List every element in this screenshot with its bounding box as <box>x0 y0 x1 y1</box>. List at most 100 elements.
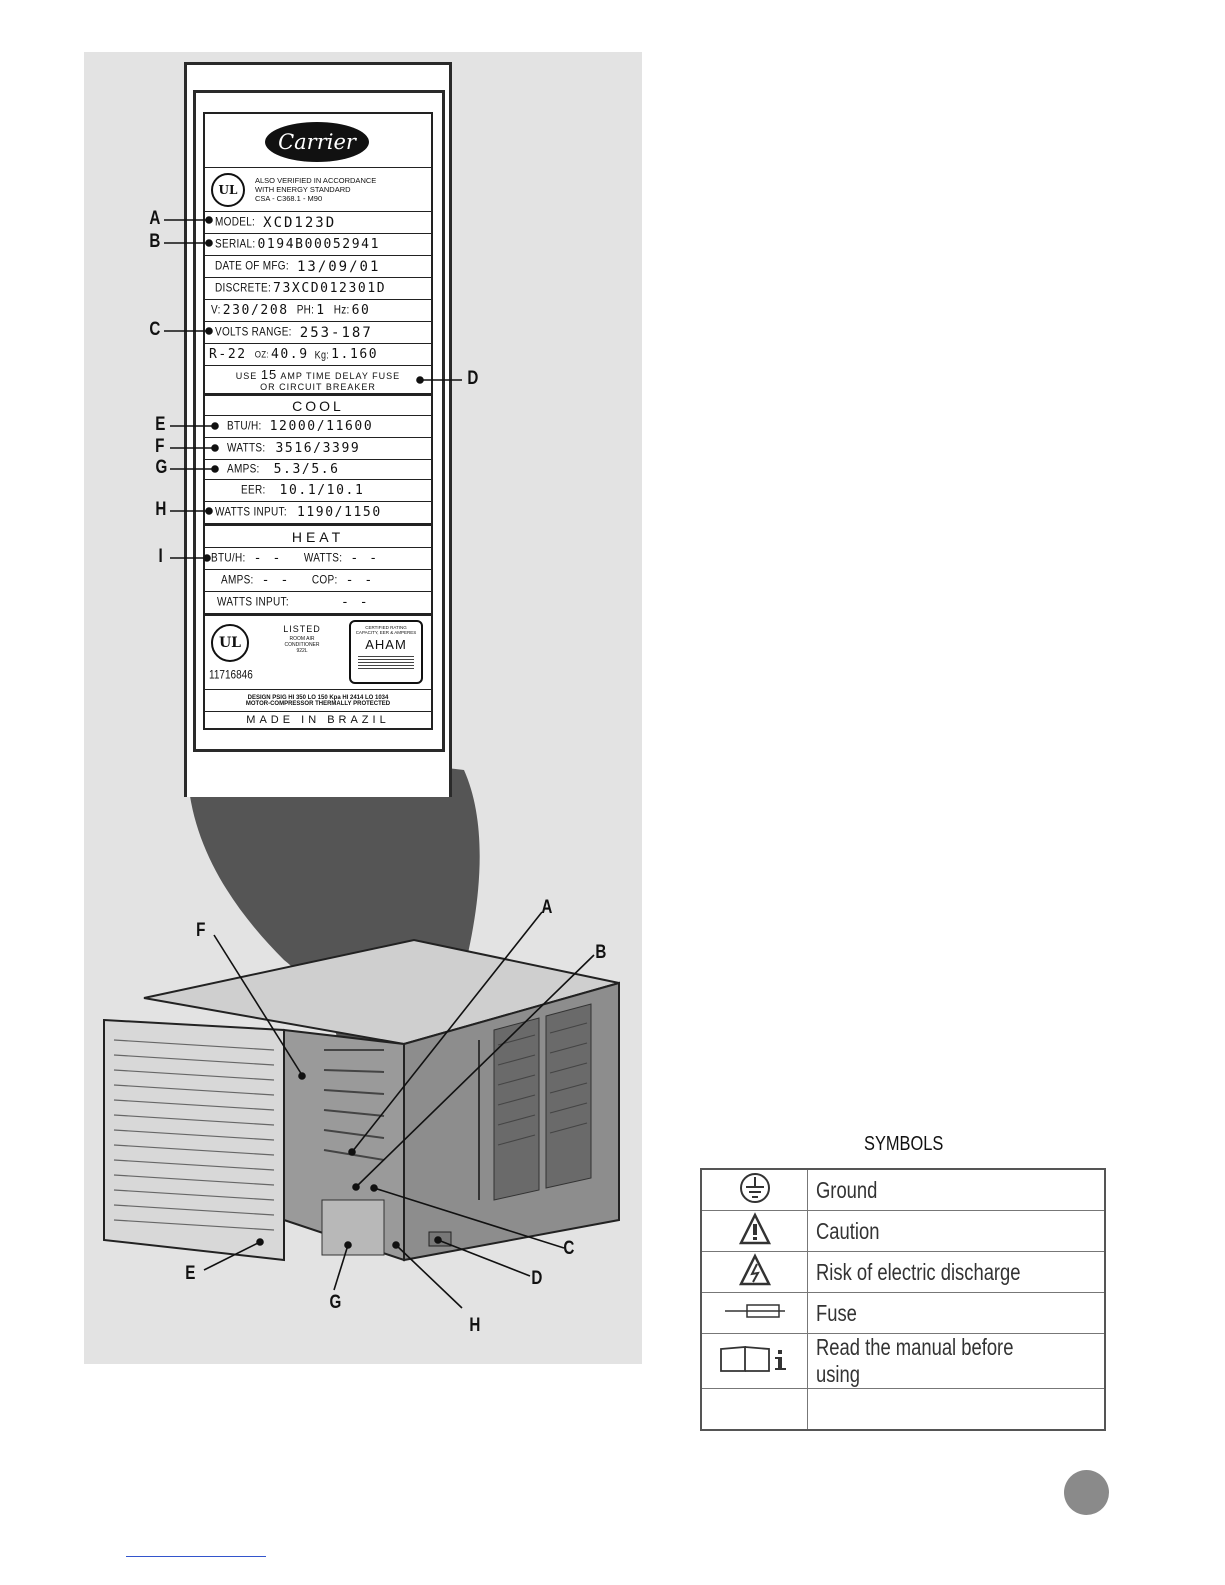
date-key: DATE OF MFG: <box>215 259 289 274</box>
fuse-use: USE <box>235 371 258 381</box>
fuse-line-2: OR CIRCUIT BREAKER <box>260 382 376 392</box>
fuse-amp-text: AMP TIME DELAY FUSE <box>280 371 401 381</box>
symbols-table: Ground Caution Risk of electric discharg… <box>700 1168 1106 1431</box>
fuse-icon <box>724 1303 785 1318</box>
certification-row: UL 11716846 LISTED ROOM AIR CONDITIONER … <box>205 616 431 690</box>
hz-value: 60 <box>351 303 371 318</box>
design-psig: DESIGN PSIG HI 350 LO 150 Kpa HI 2414 LO… <box>247 694 389 701</box>
symbol-row: Read the manual before using <box>700 1333 1106 1389</box>
serial-value: 0194B00052941 <box>257 237 380 252</box>
symbol-label-caution: Caution <box>816 1217 880 1244</box>
listed-sub-2: CONDITIONER <box>284 642 320 648</box>
serial-key: SERIAL: <box>215 237 256 252</box>
cool-eer-value: 10.1/10.1 <box>279 483 365 498</box>
label-callout-d: D <box>467 368 479 389</box>
model-row: MODEL: XCD123D <box>205 212 431 234</box>
unit-callout-h: H <box>469 1315 481 1336</box>
label-callout-a: A <box>149 208 161 229</box>
volts-range-key: VOLTS RANGE: <box>215 325 292 340</box>
symbol-row: Fuse <box>700 1292 1106 1334</box>
verification-line-2: WITH ENERGY STANDARD <box>255 185 351 194</box>
cool-watts-input-key: WATTS INPUT: <box>215 505 287 520</box>
v-key: V: <box>211 303 221 318</box>
ground-icon <box>739 1172 770 1203</box>
verification-row: UL ALSO VERIFIED IN ACCORDANCE WITH ENER… <box>205 168 431 212</box>
symbol-row: Ground <box>700 1168 1106 1211</box>
heat-watts-value: - - <box>350 551 379 566</box>
label-callout-h: H <box>155 499 167 520</box>
heat-watts-input-key: WATTS INPUT: <box>217 595 289 610</box>
heat-header: HEAT <box>205 526 431 548</box>
discrete-value: 73XCD012301D <box>273 281 387 296</box>
cool-amps-row: AMPS: 5.3/5.6 <box>205 460 431 480</box>
cool-watts-input-value: 1190/1150 <box>296 505 382 520</box>
listed-sub-3: 922L <box>296 648 308 654</box>
symbol-label-fuse: Fuse <box>816 1299 857 1326</box>
discrete-row: DISCRETE: 73XCD012301D <box>205 278 431 300</box>
kg-value: 1.160 <box>331 347 379 362</box>
refrigerant-value: R-22 <box>209 347 247 362</box>
aham-text: AHAM <box>365 637 407 652</box>
ph-value: 1 <box>316 303 326 318</box>
label-callout-b: B <box>149 231 161 252</box>
label-callout-f: F <box>155 436 165 457</box>
heat-amps-key: AMPS: <box>221 573 254 588</box>
v-value: 230/208 <box>222 303 289 318</box>
listed-text: LISTED <box>283 624 321 634</box>
cool-amps-key: AMPS: <box>227 462 260 477</box>
made-in: MADE IN BRAZIL <box>246 714 390 726</box>
heat-btu-row: BTU/H: - - WATTS: - - <box>205 548 431 570</box>
symbol-label-manual: Read the manual before using <box>816 1334 1014 1387</box>
unit-callout-e: E <box>185 1263 196 1284</box>
volts-range-row: VOLTS RANGE: 253-187 <box>205 322 431 344</box>
label-callout-g: G <box>155 457 168 478</box>
aham-top-2: CAPACITY, EER & AMPERES <box>355 630 417 635</box>
air-conditioner-illustration <box>103 763 620 1309</box>
unit-callout-g: G <box>329 1292 342 1313</box>
unit-callout-a: A <box>541 897 553 918</box>
cool-eer-key: EER: <box>241 483 266 498</box>
date-value: 13/09/01 <box>296 258 381 275</box>
refrigerant-row: R-22 OZ: 40.9 Kg: 1.160 <box>205 344 431 366</box>
cool-watts-key: WATTS: <box>227 441 266 456</box>
ul-logo-icon: UL <box>211 172 245 207</box>
label-callout-c: C <box>149 319 161 340</box>
date-row: DATE OF MFG: 13/09/01 <box>205 256 431 278</box>
oz-value: 40.9 <box>270 347 309 362</box>
volts-range-value: 253-187 <box>299 324 373 341</box>
cool-btu-key: BTU/H: <box>227 419 262 434</box>
oz-key: OZ: <box>254 349 269 360</box>
cool-header: COOL <box>205 396 431 416</box>
model-value: XCD123D <box>263 214 337 231</box>
label-callout-i: I <box>158 546 163 567</box>
discrete-key: DISCRETE: <box>215 281 272 296</box>
heat-watts-input-value: - - <box>340 595 370 610</box>
serial-row: SERIAL: 0194B00052941 <box>205 234 431 256</box>
heat-cop-value: - - <box>345 573 374 588</box>
aham-top-1: CERTIFIED RATING <box>365 625 407 630</box>
heat-amps-row: AMPS: - - COP: - - <box>205 570 431 592</box>
verification-line-3: CSA - C368.1 - M90 <box>255 194 323 203</box>
kg-key: Kg: <box>314 348 330 361</box>
brand-row: Carrier <box>205 114 431 168</box>
symbol-label-ground: Ground <box>816 1176 878 1203</box>
fuse-amp-value: 15 <box>260 367 278 382</box>
cool-btu-value: 12000/11600 <box>269 419 374 434</box>
label-callout-e: E <box>155 414 166 435</box>
manual-icon <box>719 1345 786 1372</box>
model-key: MODEL: <box>215 215 256 230</box>
rating-plate: Carrier UL ALSO VERIFIED IN ACCORDANCE W… <box>203 112 433 730</box>
caution-icon <box>738 1211 771 1244</box>
ph-key: PH: <box>296 303 315 318</box>
page-number-dot <box>1064 1470 1109 1515</box>
hz-key: Hz: <box>333 303 350 318</box>
file-number: 11716846 <box>209 669 253 682</box>
label-callout-lines <box>164 216 462 562</box>
ul-listed-logo-icon: UL <box>211 624 249 662</box>
heat-watts-input-row: WATTS INPUT: - - <box>205 592 431 616</box>
footer-rule <box>126 1556 266 1557</box>
cool-btu-row: BTU/H: 12000/11600 <box>205 416 431 438</box>
electric-discharge-icon <box>738 1252 771 1285</box>
heat-amps-value: - - <box>261 573 290 588</box>
heat-btu-value: - - <box>253 551 282 566</box>
